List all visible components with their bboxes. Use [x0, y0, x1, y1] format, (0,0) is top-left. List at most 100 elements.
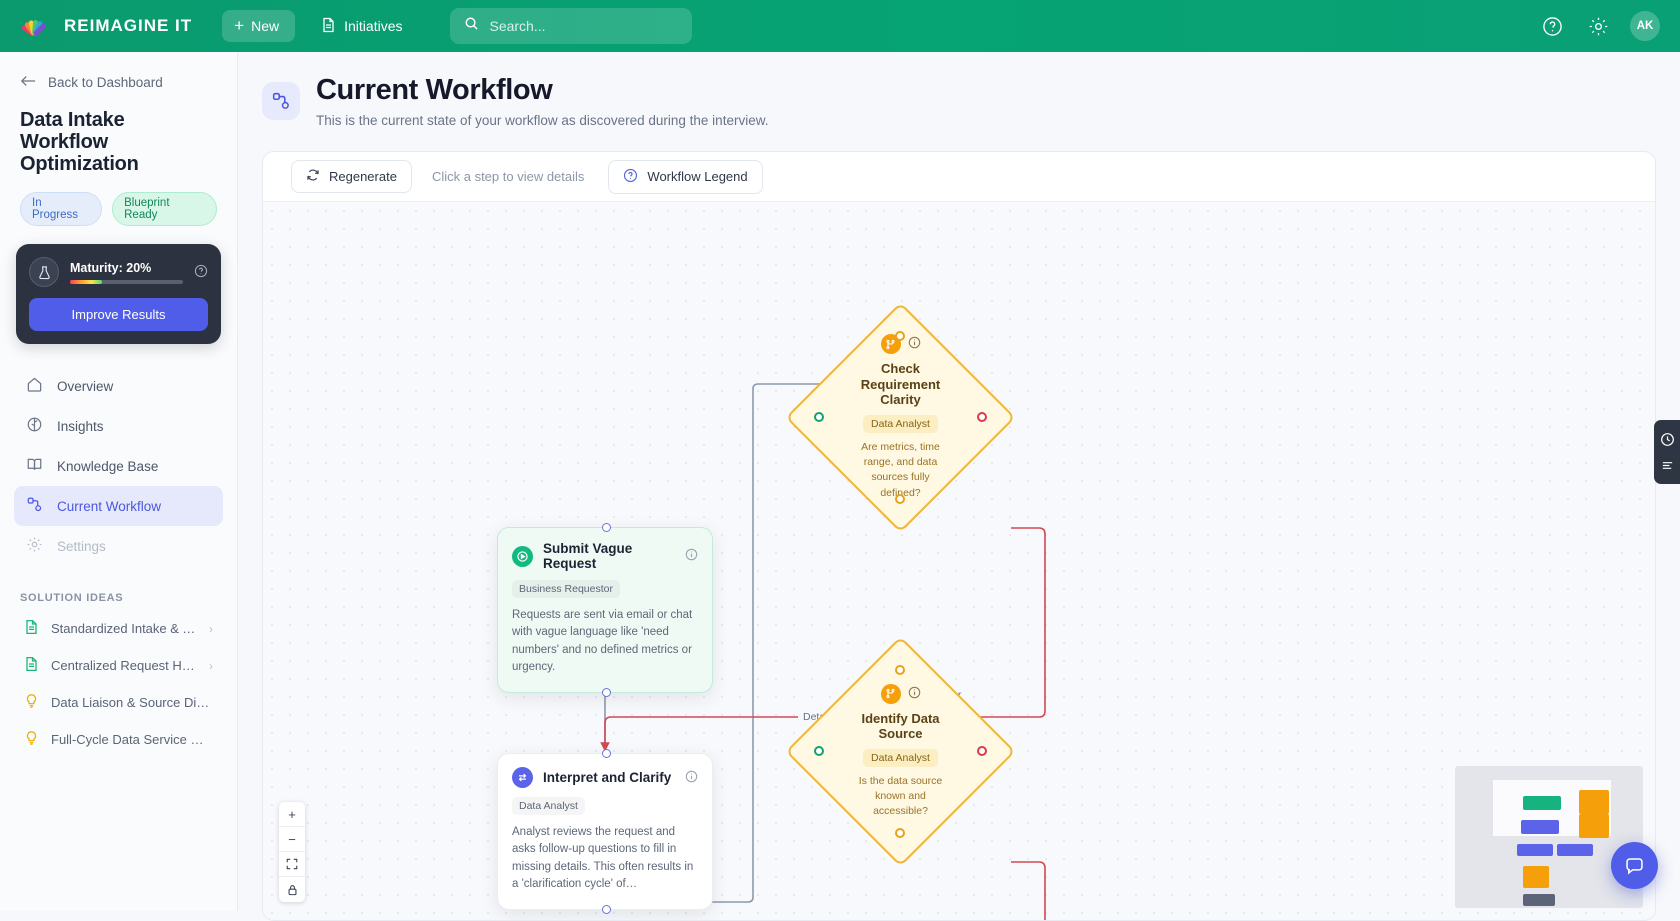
workflow-page-icon [262, 82, 300, 120]
node-port-top[interactable] [895, 665, 905, 675]
maturity-row: Maturity: 20% [29, 257, 208, 287]
list-icon[interactable] [1654, 452, 1680, 478]
info-icon[interactable] [685, 770, 698, 786]
workflow-node-interpret-and-clarify[interactable]: Interpret and Clarify Data Analyst Analy… [497, 753, 713, 910]
node-description: Analyst reviews the request and asks fol… [512, 824, 698, 894]
page-subtitle: This is the current state of your workfl… [316, 113, 768, 128]
node-port-bottom[interactable] [602, 688, 611, 697]
maturity-progress: Maturity: 20% [70, 261, 183, 284]
info-icon[interactable] [685, 548, 698, 564]
project-title: Data Intake Workflow Optimization [0, 91, 237, 175]
sidebar-item-settings[interactable]: Settings [14, 526, 223, 566]
zoom-in-button[interactable]: + [279, 802, 305, 827]
solution-idea-item[interactable]: Data Liaison & Source Disc… [14, 684, 223, 721]
page-title: Current Workflow [316, 74, 768, 107]
chevron-right-icon: › [209, 622, 213, 636]
canvas-toolbar: Regenerate Click a step to view details … [263, 152, 1655, 202]
node-port-top[interactable] [602, 749, 611, 758]
back-link-label: Back to Dashboard [48, 75, 163, 90]
sidebar-item-label: Settings [57, 539, 106, 554]
node-port-bottom[interactable] [602, 905, 611, 914]
diamond-content: Identify Data Source Data Analyst Is the… [819, 670, 982, 833]
bulb-icon [24, 730, 39, 749]
initiatives-button[interactable]: Initiatives [309, 9, 414, 44]
diamond-content: Check Requirement Clarity Data Analyst A… [819, 336, 982, 499]
search-box[interactable] [450, 8, 692, 44]
node-port-left[interactable] [814, 412, 824, 422]
solution-idea-label: Standardized Intake & T… [51, 621, 197, 636]
node-header: Submit Vague Request [512, 541, 698, 571]
solution-ideas-section-label: SOLUTION IDEAS [0, 592, 237, 604]
minimap-node [1517, 844, 1553, 856]
minimap-node [1557, 844, 1593, 856]
canvas-minimap[interactable] [1455, 766, 1643, 908]
app-logo-icon [20, 11, 50, 41]
maturity-label: Maturity: 20% [70, 261, 183, 275]
node-port-top[interactable] [895, 331, 905, 341]
zoom-out-button[interactable]: − [279, 827, 305, 852]
new-button-label: New [251, 18, 279, 34]
workflow-canvas[interactable]: Requirements Clear Details Missing Sourc… [263, 202, 1655, 920]
sidebar-item-label: Current Workflow [57, 499, 161, 514]
node-port-right[interactable] [977, 412, 987, 422]
node-description: Requests are sent via email or chat with… [512, 607, 698, 677]
improve-results-button[interactable]: Improve Results [29, 298, 208, 331]
node-port-right[interactable] [977, 746, 987, 756]
workflow-node-identify-data-source[interactable]: Identify Data Source Data Analyst Is the… [819, 670, 982, 833]
info-icon[interactable] [908, 686, 921, 702]
info-icon[interactable] [908, 336, 921, 352]
history-icon[interactable] [1654, 426, 1680, 452]
right-side-toolbar [1654, 420, 1680, 484]
node-title: Check Requirement Clarity [853, 361, 948, 408]
chevron-right-icon: › [209, 659, 213, 673]
lock-button[interactable] [279, 877, 305, 902]
back-to-dashboard-link[interactable]: Back to Dashboard [0, 74, 237, 91]
workflow-node-check-requirement-clarity[interactable]: Check Requirement Clarity Data Analyst A… [819, 336, 982, 499]
workflow-node-submit-vague-request[interactable]: Submit Vague Request Business Requestor … [497, 527, 713, 693]
sidebar-item-knowledge-base[interactable]: Knowledge Base [14, 446, 223, 486]
brand-name: REIMAGINE IT [64, 16, 192, 36]
node-role-badge: Data Analyst [863, 415, 938, 433]
toolbar-hint: Click a step to view details [432, 169, 584, 184]
home-icon [26, 376, 43, 396]
minimap-node [1521, 820, 1559, 834]
sidebar-item-overview[interactable]: Overview [14, 366, 223, 406]
node-port-left[interactable] [814, 746, 824, 756]
maturity-card: Maturity: 20% Improve Results [16, 244, 221, 344]
minimap-node [1579, 814, 1609, 838]
minimap-node [1523, 796, 1561, 810]
help-icon[interactable] [1538, 12, 1566, 40]
node-port-bottom[interactable] [895, 828, 905, 838]
sidebar-nav: Overview Insights Knowledge Base [0, 366, 237, 566]
solution-idea-item[interactable]: Standardized Intake & T… › [14, 610, 223, 647]
node-port-bottom[interactable] [895, 494, 905, 504]
status-badge-blueprint-ready: Blueprint Ready [112, 192, 217, 226]
node-port-top[interactable] [602, 523, 611, 532]
workflow-legend-button[interactable]: Workflow Legend [608, 160, 762, 194]
solution-idea-label: Data Liaison & Source Disc… [51, 695, 213, 710]
search-input[interactable] [489, 18, 678, 34]
solution-idea-item[interactable]: Full-Cycle Data Service Ma… [14, 721, 223, 758]
maturity-help-icon[interactable] [194, 264, 208, 281]
gear-icon[interactable] [1584, 12, 1612, 40]
node-question: Is the data source known and accessible? [853, 774, 948, 820]
solution-idea-item[interactable]: Centralized Request H… › [14, 647, 223, 684]
minimap-node [1523, 894, 1555, 906]
bulb-icon [24, 693, 39, 712]
sidebar-item-current-workflow[interactable]: Current Workflow [14, 486, 223, 526]
fit-view-button[interactable] [279, 852, 305, 877]
avatar[interactable]: AK [1630, 11, 1660, 41]
topbar-actions: AK [1538, 11, 1660, 41]
page-header: Current Workflow This is the current sta… [262, 74, 1656, 128]
book-icon [26, 456, 43, 476]
status-chip-group: In Progress Blueprint Ready [0, 175, 237, 226]
node-question: Are metrics, time range, and data source… [853, 440, 948, 501]
document-icon [24, 619, 39, 638]
new-button[interactable]: + New [222, 10, 295, 42]
regenerate-button[interactable]: Regenerate [291, 160, 412, 193]
node-title: Interpret and Clarify [543, 770, 675, 785]
node-role-badge: Data Analyst [512, 797, 585, 815]
chat-button[interactable] [1611, 842, 1658, 889]
sidebar-item-insights[interactable]: Insights [14, 406, 223, 446]
sidebar-item-label: Overview [57, 379, 113, 394]
